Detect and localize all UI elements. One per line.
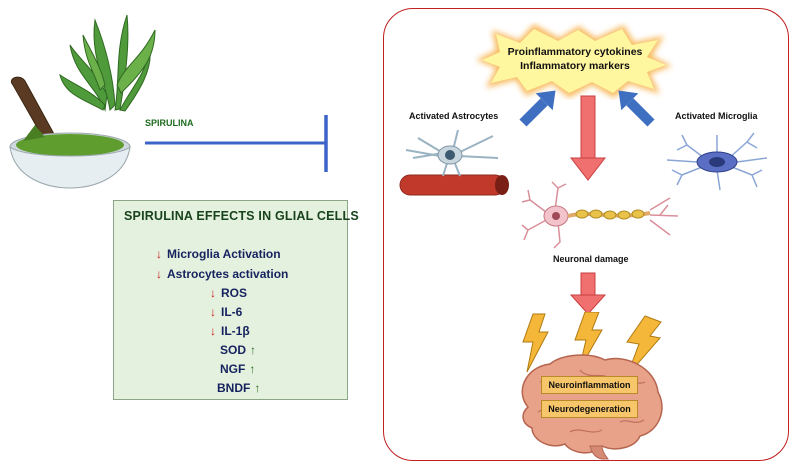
down-arrow-icon: ↓ bbox=[210, 305, 216, 319]
red-arrow-to-neuron bbox=[569, 95, 607, 181]
microglia-illustration bbox=[666, 132, 768, 191]
lightning-icon bbox=[626, 315, 662, 377]
inflammatory-markers-label: Inflammatory markers bbox=[520, 60, 630, 72]
blue-arrow-astrocytes bbox=[519, 90, 556, 127]
astrocyte-illustration bbox=[399, 129, 509, 196]
panel-arrows bbox=[519, 90, 655, 315]
effect-label: NGF bbox=[220, 362, 246, 376]
spirulina-label: SPIRULINA bbox=[145, 118, 194, 128]
lightning-icon bbox=[522, 313, 549, 373]
seaweed-illustration bbox=[59, 14, 156, 112]
effect-item-ngf: NGF↑ bbox=[220, 362, 255, 376]
mortar-and-pestle-illustration bbox=[9, 76, 131, 189]
down-arrow-icon: ↓ bbox=[156, 247, 162, 261]
up-arrow-icon: ↑ bbox=[254, 381, 261, 395]
up-arrow-icon: ↑ bbox=[249, 362, 256, 376]
neuroinflammation-box: Neuroinflammation bbox=[541, 376, 638, 394]
spirulina-effects-box: SPIRULINA EFFECTS IN GLIAL CELLS ↓ Microg… bbox=[113, 200, 359, 400]
neurodegeneration-box: Neurodegeneration bbox=[541, 400, 638, 418]
effect-label: Astrocytes activation bbox=[167, 267, 289, 281]
cytokines-label: Proinflammatory cytokines bbox=[507, 46, 643, 58]
effect-item-microglia: ↓ Microglia Activation bbox=[156, 247, 281, 261]
effect-label: IL-1β bbox=[221, 324, 250, 338]
blue-arrow-microglia bbox=[618, 90, 655, 127]
effect-item-bndf: BNDF↑ bbox=[217, 381, 260, 395]
effects-title: SPIRULINA EFFECTS IN GLIAL CELLS bbox=[124, 209, 359, 223]
cytokine-burst-shape bbox=[476, 24, 672, 98]
lightning-bolts bbox=[522, 312, 662, 377]
effect-label: BNDF bbox=[217, 381, 251, 395]
down-arrow-icon: ↓ bbox=[210, 324, 216, 338]
lightning-icon bbox=[574, 312, 603, 371]
effect-item-ros: ↓ ROS bbox=[210, 286, 247, 300]
neuronal-damage-label: Neuronal damage bbox=[553, 254, 629, 264]
effect-item-astrocytes: ↓ Astrocytes activation bbox=[156, 267, 288, 281]
effect-label: SOD bbox=[220, 343, 247, 357]
red-arrow-to-brain bbox=[569, 272, 607, 315]
down-arrow-icon: ↓ bbox=[210, 286, 216, 300]
effect-item-il1b: ↓ IL-1β bbox=[210, 324, 250, 338]
effect-item-sod: SOD↑ bbox=[220, 343, 256, 357]
inhibition-line bbox=[145, 115, 328, 172]
neuron-illustration bbox=[521, 181, 679, 249]
effect-label: Microglia Activation bbox=[167, 247, 281, 261]
activated-microglia-label: Activated Microglia bbox=[675, 111, 758, 121]
down-arrow-icon: ↓ bbox=[156, 267, 162, 281]
up-arrow-icon: ↑ bbox=[250, 343, 257, 357]
effect-label: ROS bbox=[221, 286, 248, 300]
effect-label: IL-6 bbox=[221, 305, 243, 319]
activated-astrocytes-label: Activated Astrocytes bbox=[409, 111, 499, 121]
effect-item-il6: ↓ IL-6 bbox=[210, 305, 242, 319]
